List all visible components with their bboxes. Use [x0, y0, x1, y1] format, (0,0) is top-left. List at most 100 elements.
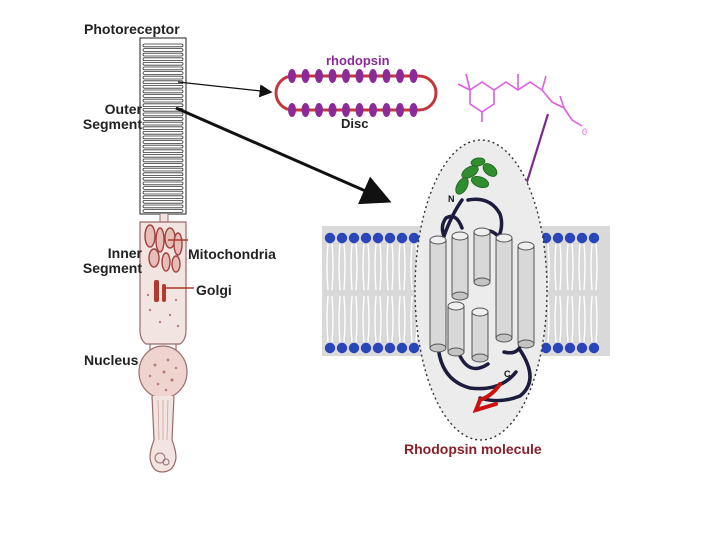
rhodopsin-bead — [288, 69, 296, 83]
lipid-head — [576, 232, 588, 244]
nucleus-label: Nucleus — [84, 352, 139, 368]
helix-cap — [495, 233, 513, 243]
disc — [142, 89, 184, 94]
helix-body — [451, 235, 469, 297]
disc-stack — [142, 43, 184, 213]
lipid-head — [324, 232, 336, 244]
inner-segment-line-2: Segment — [82, 260, 142, 276]
disc — [142, 103, 184, 108]
lipid-tail — [350, 295, 358, 343]
rhodopsin-bead — [409, 103, 418, 117]
helix-body — [517, 245, 535, 345]
rhodopsin-bead — [355, 103, 364, 117]
transmembrane-helices — [429, 227, 535, 363]
lipid-head — [408, 342, 420, 354]
c-terminus-label: C — [504, 369, 511, 379]
helix-base — [473, 277, 491, 287]
lipid-head — [576, 342, 588, 354]
lipid-heads-bottom — [324, 342, 600, 354]
outer-segment-line-2: Segment — [82, 116, 142, 132]
helix-base — [495, 333, 513, 343]
lipid-tail — [326, 243, 334, 291]
disc — [142, 48, 184, 52]
disc — [142, 163, 184, 167]
rhodopsin-bead — [382, 69, 391, 83]
sugar-chains — [455, 157, 498, 195]
lipid-tail — [386, 295, 394, 343]
lipid-tail — [578, 243, 586, 291]
disc — [142, 117, 184, 121]
lipid-tail — [374, 295, 382, 343]
helix-base — [429, 343, 447, 353]
helix-body — [473, 231, 491, 283]
disc — [142, 190, 184, 195]
lipid-tail — [554, 295, 562, 343]
lipid-head — [348, 342, 360, 354]
disc — [142, 57, 184, 61]
lipid-head — [396, 342, 408, 354]
rhodopsin-bead — [328, 69, 337, 83]
retinal-chromophore — [457, 73, 583, 127]
disc — [142, 121, 184, 126]
disc — [142, 158, 184, 163]
rhodopsin-bead — [369, 103, 377, 117]
protein-loops — [436, 197, 532, 403]
c-terminal-tail — [472, 382, 502, 414]
rhodopsin-bead — [288, 103, 296, 117]
helix-base — [517, 339, 535, 349]
lipid-head — [564, 232, 576, 244]
disc — [142, 181, 184, 186]
lipid-head — [336, 342, 348, 354]
disc — [142, 209, 184, 213]
disc — [142, 52, 184, 57]
lipid-head — [408, 232, 420, 244]
lipid-tail — [362, 243, 370, 291]
lipid-tail — [566, 295, 574, 343]
helix-base — [451, 291, 469, 301]
outer-segment-outline — [139, 37, 187, 215]
disc — [142, 43, 184, 48]
lipid-tail — [326, 295, 334, 343]
helix-cap — [471, 307, 489, 317]
lipid-tail — [350, 243, 358, 291]
lipid-tail — [554, 243, 562, 291]
lipid-heads-top — [324, 232, 600, 244]
disc — [142, 135, 184, 140]
rhodopsin-bead — [396, 69, 404, 83]
rhodopsin-bead — [342, 103, 350, 117]
lipid-tail — [386, 243, 394, 291]
nucleus-chromatin — [148, 358, 178, 392]
disc — [142, 176, 184, 181]
retinal-o-label: 0 — [582, 127, 587, 137]
lipid-tail — [578, 295, 586, 343]
lipid-tail — [398, 243, 406, 291]
lipid-head — [552, 232, 564, 244]
disc — [142, 195, 184, 200]
disc — [142, 126, 184, 131]
lipid-head — [324, 342, 336, 354]
helix-cap — [447, 301, 465, 311]
lipid-tail — [338, 243, 346, 291]
lipid-head — [348, 232, 360, 244]
helix-base — [471, 353, 489, 363]
lipid-tail — [590, 295, 598, 343]
helix-cap — [517, 241, 535, 251]
disc — [142, 98, 184, 103]
n-terminus-label: N — [448, 194, 455, 204]
disc — [142, 75, 184, 80]
rhodopsin-bead — [301, 103, 310, 117]
disc — [142, 66, 184, 71]
lipid-tail — [338, 295, 346, 343]
inner-segment-speckles — [146, 293, 180, 328]
lipid-tail — [398, 295, 406, 343]
disc — [142, 153, 184, 158]
lipid-head — [540, 342, 552, 354]
lipid-head — [384, 342, 396, 354]
photoreceptor-cell — [138, 37, 188, 473]
lipid-head — [360, 342, 372, 354]
disc — [142, 94, 184, 98]
lipid-tail — [590, 243, 598, 291]
helix-cap — [451, 231, 469, 241]
rhodopsin-bead — [355, 69, 364, 83]
